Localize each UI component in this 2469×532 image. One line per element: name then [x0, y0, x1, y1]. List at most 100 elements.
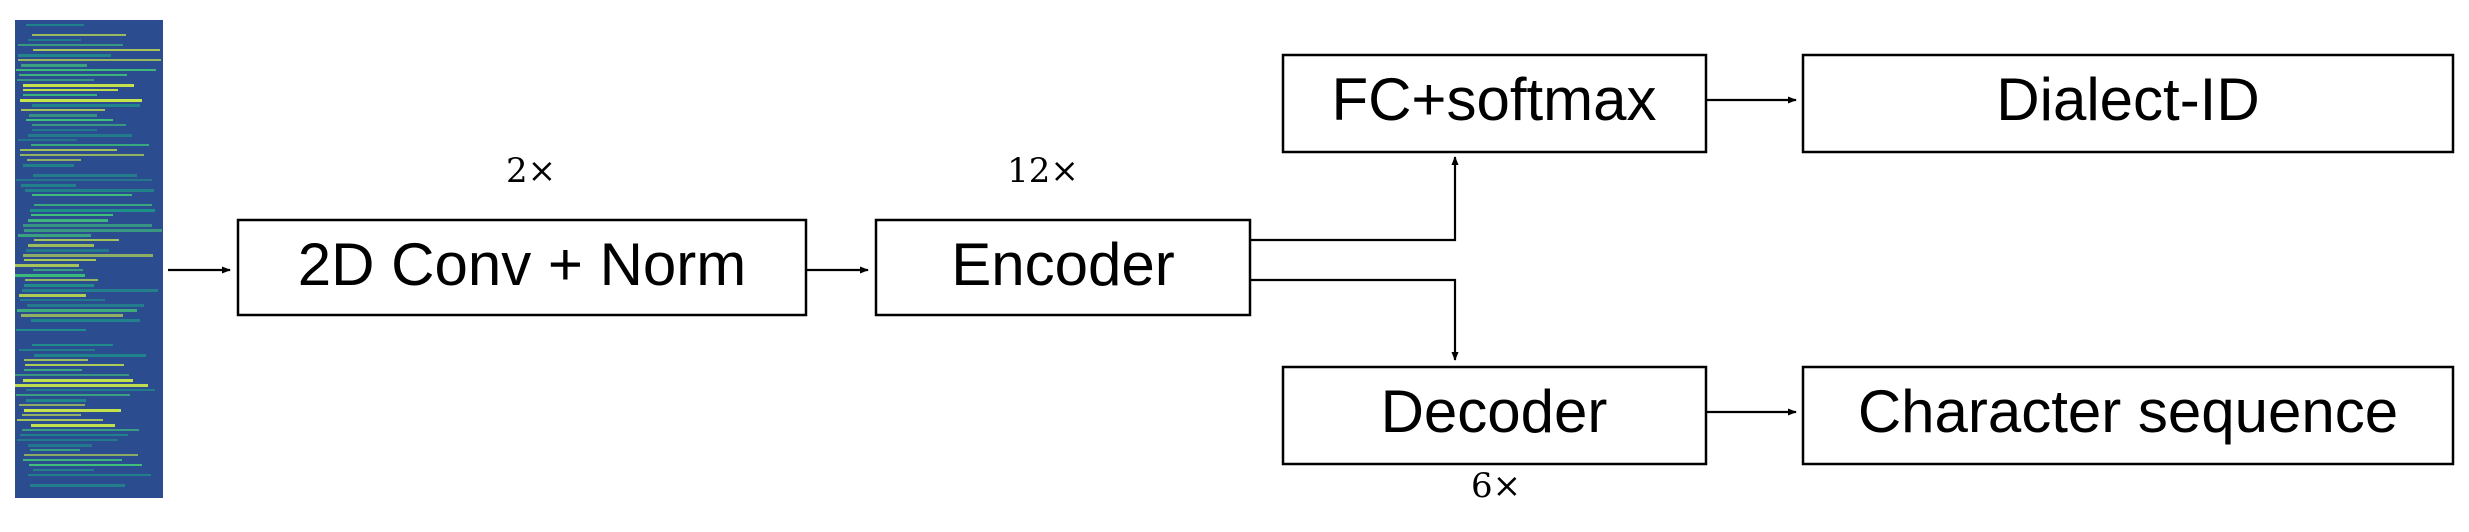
spectrogram-band: [30, 209, 155, 212]
spectrogram-band: [31, 319, 140, 322]
spectrogram-band: [31, 424, 115, 427]
spectrogram-band: [28, 244, 94, 247]
spectrogram-band: [22, 414, 81, 416]
spectrogram-band: [28, 474, 151, 476]
spectrogram-band: [32, 344, 113, 346]
spectrogram-band: [18, 54, 111, 57]
spectrogram-band: [21, 109, 105, 111]
spectrogram-band: [29, 114, 97, 117]
spectrogram-band: [23, 89, 118, 91]
spectrogram-band: [20, 434, 128, 436]
spectrogram-band: [19, 349, 95, 351]
spectrogram-band: [28, 134, 132, 137]
spectrogram-band: [32, 124, 126, 126]
spectrogram-image: [15, 20, 163, 498]
spectrogram-band: [30, 449, 80, 451]
spectrogram-band: [17, 79, 94, 81]
spectrogram-band: [24, 369, 82, 371]
fc-softmax-block: FC+softmax: [1281, 53, 1708, 154]
decoder-label: Decoder: [1381, 378, 1608, 445]
spectrogram-band: [19, 294, 86, 297]
spectrogram-band: [24, 454, 138, 456]
spectrogram-band: [16, 329, 86, 331]
spectrogram-band: [32, 129, 97, 131]
spectrogram-band: [19, 74, 127, 76]
spectrogram-band: [31, 214, 113, 216]
spectrogram-band: [27, 304, 144, 307]
conv-norm-block: 2D Conv + Norm: [236, 218, 808, 317]
spectrogram-band: [27, 159, 81, 161]
spectrogram-band: [24, 359, 88, 361]
spectrogram-band: [23, 254, 153, 257]
spectrogram-band: [23, 164, 74, 167]
dialect-id-label: Dialect-ID: [1996, 66, 2259, 133]
spectrogram-band: [23, 84, 134, 87]
spectrogram-band: [20, 299, 105, 301]
spectrogram-band: [25, 279, 98, 281]
character-sequence-label: Character sequence: [1858, 378, 2398, 445]
spectrogram-band: [19, 404, 85, 406]
spectrogram-band: [34, 204, 152, 206]
spectrogram-band: [18, 59, 161, 61]
spectrogram-band: [28, 219, 108, 222]
character-sequence-block: Character sequence: [1801, 365, 2455, 466]
spectrogram-band: [28, 39, 81, 41]
spectrogram-band: [22, 289, 158, 292]
spectrogram-band: [25, 189, 154, 192]
spectrogram-band: [15, 384, 148, 387]
encoder-repeat-label: 12×: [1007, 151, 1079, 191]
conv-repeat-label: 2×: [506, 151, 556, 191]
spectrogram-band: [25, 364, 124, 366]
spectrogram-band: [30, 484, 125, 487]
spectrogram-band: [31, 144, 149, 146]
spectrogram-band: [33, 269, 83, 271]
spectrogram-band: [18, 139, 77, 141]
spectrogram-band: [20, 154, 144, 156]
spectrogram-band: [26, 24, 84, 26]
fc-softmax-label: FC+softmax: [1331, 66, 1656, 133]
spectrogram-band: [15, 374, 129, 376]
spectrogram-band: [32, 104, 140, 107]
spectrogram-band: [32, 194, 132, 196]
spectrogram-band: [20, 99, 142, 102]
encoder-label: Encoder: [951, 231, 1174, 298]
conv-norm-label: 2D Conv + Norm: [298, 231, 746, 298]
spectrogram-band: [33, 174, 137, 177]
spectrogram-band: [18, 44, 123, 46]
spectrogram-band: [26, 399, 86, 402]
spectrogram-band: [26, 389, 155, 391]
spectrogram-band: [20, 149, 117, 151]
spectrogram-band: [24, 409, 121, 412]
spectrogram-band: [17, 309, 137, 312]
spectrogram-band: [21, 184, 76, 187]
spectrogram-band: [24, 259, 96, 261]
spectrogram-band: [26, 119, 113, 121]
spectrogram-band: [15, 274, 85, 277]
spectrogram-band: [18, 234, 91, 237]
spectrogram-band: [23, 94, 97, 96]
spectrogram-band: [24, 229, 162, 232]
spectrogram-band: [16, 69, 156, 71]
spectrogram-band: [34, 354, 146, 357]
spectrogram-band: [23, 224, 152, 227]
edge-encoder-to-decoder: [1250, 278, 1459, 361]
spectrogram-band: [28, 444, 92, 447]
spectrogram-band: [15, 264, 79, 267]
edge-encoder-to-fc: [1250, 156, 1459, 242]
spectrogram-band: [29, 464, 142, 466]
spectrogram-band: [16, 179, 152, 181]
spectrogram-band: [33, 469, 94, 471]
spectrogram-band: [34, 239, 119, 241]
spectrogram-band: [33, 49, 160, 51]
spectrogram-band: [23, 459, 122, 461]
encoder-block: Encoder: [874, 218, 1252, 317]
spectrogram-band: [26, 249, 109, 252]
spectrogram-band: [24, 284, 94, 287]
spectrogram-band: [22, 429, 139, 431]
spectrogram-band: [17, 419, 103, 421]
decoder-repeat-label: 6×: [1471, 466, 1521, 506]
decoder-block: Decoder: [1281, 365, 1708, 466]
spectrogram-band: [16, 394, 130, 396]
spectrogram-band: [21, 314, 123, 317]
